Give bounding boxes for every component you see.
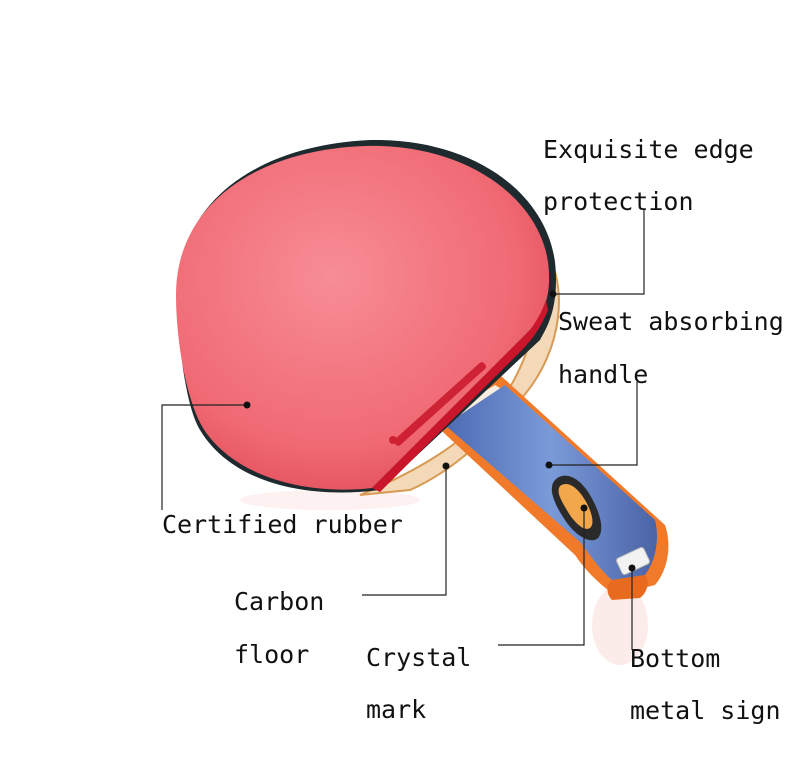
handle-end-cap	[607, 575, 648, 600]
crystal-mark-leader	[498, 508, 585, 646]
sweat-handle-leader	[549, 382, 638, 466]
sweat-handle-dot	[545, 461, 553, 469]
certified-rubber-dot	[243, 401, 251, 409]
sweat-handle-label-line2: handle	[558, 360, 649, 389]
bottom-metal-dot	[628, 564, 636, 572]
edge-protection-label-line2: protection	[543, 187, 694, 216]
bottom-metal-label-line2: metal sign	[630, 696, 781, 725]
crystal-mark-dot	[580, 504, 588, 512]
handle-blue-grip	[445, 385, 657, 580]
sweat-handle-label-line1: Sweat absorbing	[558, 307, 784, 336]
edge-protection-label-line1: Exquisite edge	[543, 135, 754, 164]
certified-rubber-label: Certified rubber	[162, 510, 403, 539]
rubber-logo-mark	[389, 362, 487, 446]
carbon-floor-leader	[362, 466, 447, 596]
bottom-metal-label-line1: Bottom	[630, 644, 721, 673]
carbon-floor-label-line2: floor	[234, 640, 310, 669]
table-reflection-2	[240, 490, 420, 510]
carbon-floor-label-line1: Carbon	[234, 587, 325, 616]
crystal-mark-label-line2: mark	[366, 695, 427, 724]
rubber-lower-edge	[372, 300, 548, 492]
certified-rubber-leader	[161, 404, 247, 510]
rubber-sheet	[176, 145, 550, 490]
leader-dots	[243, 290, 636, 572]
carbon-floor-dot	[442, 462, 450, 470]
crystal-mark-label-line1: Crystal	[366, 643, 472, 672]
edge-protection-dot	[549, 290, 557, 298]
table-reflection	[592, 585, 648, 665]
edge-protection-leader	[553, 210, 645, 295]
leader-lines	[161, 210, 645, 650]
bottom-metal-plate	[616, 546, 650, 576]
